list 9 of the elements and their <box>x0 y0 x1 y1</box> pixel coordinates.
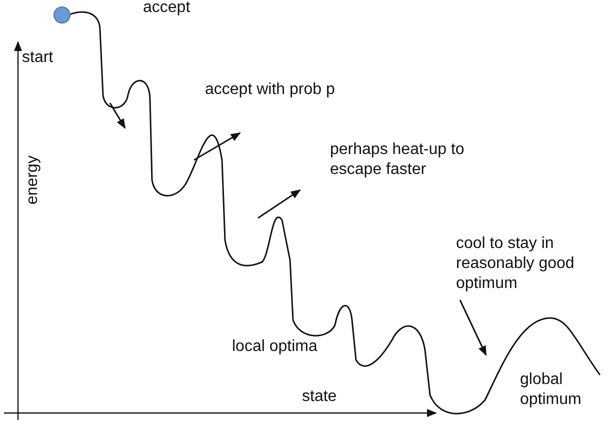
annotation-text: cool to stay in reasonably good optimum <box>456 234 576 294</box>
axis-label: state <box>302 387 338 407</box>
start-label: start <box>22 48 54 68</box>
annotation-text: accept <box>143 0 192 18</box>
annotation-text: global optimum <box>520 370 582 410</box>
annotation-text: local optima <box>232 337 318 357</box>
axis-label: energy <box>23 154 42 206</box>
annotation-text: accept with prob p <box>205 80 336 100</box>
annotation-text: perhaps heat-up to escape faster <box>330 140 466 180</box>
